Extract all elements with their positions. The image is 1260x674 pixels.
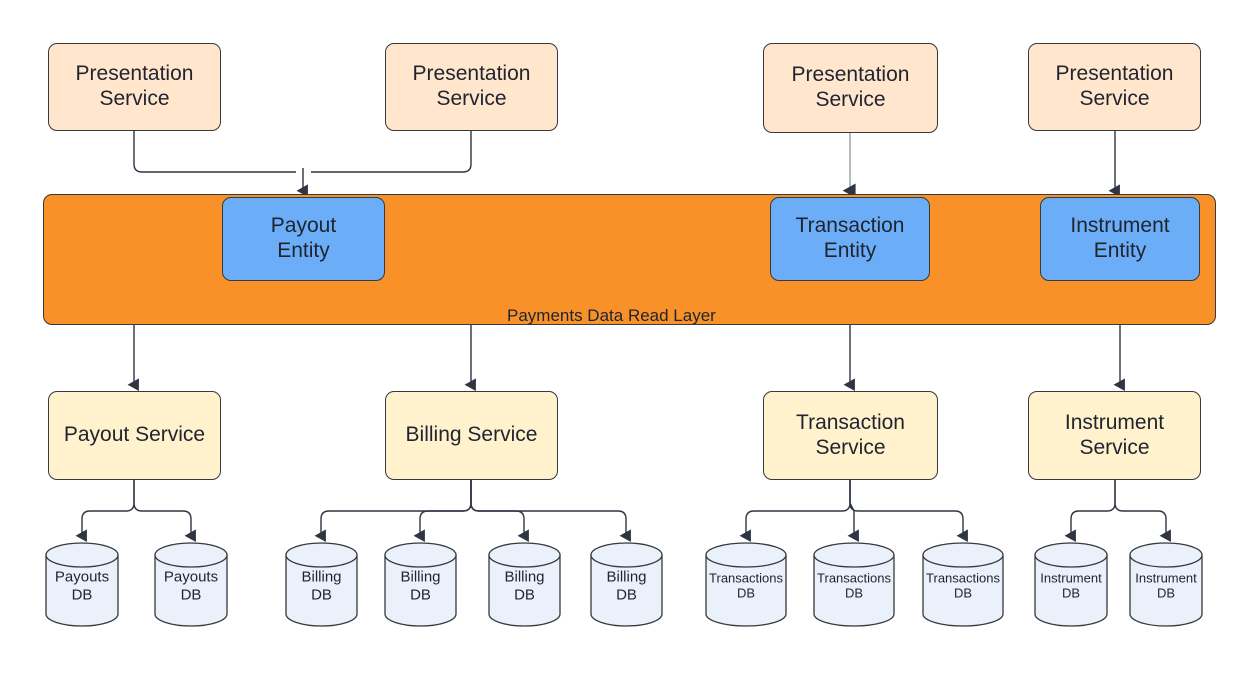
- edge-billing-service-to-billing-db-4: [470, 480, 631, 543]
- presentation-service-box-3[interactable]: Presentation Service: [763, 43, 938, 133]
- transaction-service-label-line2: Service: [815, 435, 886, 459]
- cylinder-shape: [384, 542, 457, 627]
- cylinder-shape: [590, 542, 663, 627]
- cylinder-shape: [813, 542, 895, 627]
- transaction-entity-label-line2: Entity: [823, 239, 877, 262]
- cylinder-shape: [285, 542, 358, 627]
- instrument-service-box[interactable]: Instrument Service: [1028, 391, 1201, 480]
- cylinder-shape: [488, 542, 561, 627]
- payout-service-label-line1: Payout Service: [63, 423, 206, 447]
- presentation-service-label-line2: Service: [436, 87, 507, 110]
- transaction-service-label-line1: Transaction: [796, 410, 905, 434]
- payout-entity-box[interactable]: Payout Entity: [222, 197, 385, 281]
- edge-billing-service-to-billing-db-1: [314, 480, 472, 543]
- transaction-entity-box[interactable]: Transaction Entity: [770, 197, 930, 281]
- payout-entity-label-line1: Payout: [270, 214, 337, 238]
- edge-presentation2-to-payout-entity: [311, 131, 472, 173]
- billing-service-label-line1: Billing Service: [405, 423, 538, 447]
- presentation-service-label-line1: Presentation: [412, 62, 531, 86]
- payout-entity-label-line2: Entity: [277, 239, 330, 262]
- transaction-service-box[interactable]: Transaction Service: [763, 391, 938, 480]
- cylinder-shape: [1034, 542, 1108, 627]
- edge-instrument-service-to-instrument-db-1: [1064, 480, 1116, 543]
- edge-payout-service-to-payouts-db-2: [133, 480, 196, 543]
- presentation-service-label-line2: Service: [1079, 87, 1150, 110]
- instrument-entity-label-line2: Entity: [1093, 239, 1147, 262]
- payments-data-read-layer-label: Payments Data Read Layer: [507, 306, 716, 325]
- edge-transaction-service-to-transactions-db-2: [847, 480, 859, 543]
- billing-service-box[interactable]: Billing Service: [385, 391, 558, 480]
- presentation-service-box-1[interactable]: Presentation Service: [48, 43, 221, 131]
- transaction-entity-label-line1: Transaction: [795, 214, 905, 238]
- cylinder-shape: [1129, 542, 1203, 627]
- presentation-service-label-line2: Service: [815, 88, 886, 111]
- presentation-service-label-line1: Presentation: [1055, 62, 1174, 86]
- instrument-service-label-line2: Service: [1079, 435, 1150, 459]
- instrument-service-label-line1: Instrument: [1064, 410, 1165, 434]
- cylinder-shape: [705, 542, 787, 627]
- cylinder-shape: [922, 542, 1004, 627]
- edge-payout-service-to-payouts-db-1: [75, 480, 135, 543]
- presentation-service-label-line1: Presentation: [75, 62, 194, 86]
- edge-instrument-service-to-instrument-db-2: [1114, 480, 1171, 543]
- instrument-entity-box[interactable]: Instrument Entity: [1040, 197, 1200, 281]
- cylinder-shape: [45, 542, 119, 627]
- edge-transaction-service-to-transactions-db-1: [739, 480, 851, 543]
- instrument-entity-label-line1: Instrument: [1070, 214, 1170, 238]
- payout-service-box[interactable]: Payout Service: [48, 391, 221, 480]
- presentation-service-box-2[interactable]: Presentation Service: [385, 43, 558, 131]
- edge-billing-service-to-billing-db-2: [413, 480, 472, 543]
- edge-billing-service-to-billing-db-3: [470, 480, 529, 543]
- presentation-service-label-line2: Service: [99, 87, 170, 110]
- edge-transaction-service-to-transactions-db-3: [849, 480, 968, 543]
- cylinder-shape: [154, 542, 228, 627]
- edge-presentation1-to-payout-entity: [133, 131, 296, 173]
- presentation-service-label-line1: Presentation: [791, 63, 910, 87]
- presentation-service-box-4[interactable]: Presentation Service: [1028, 43, 1201, 131]
